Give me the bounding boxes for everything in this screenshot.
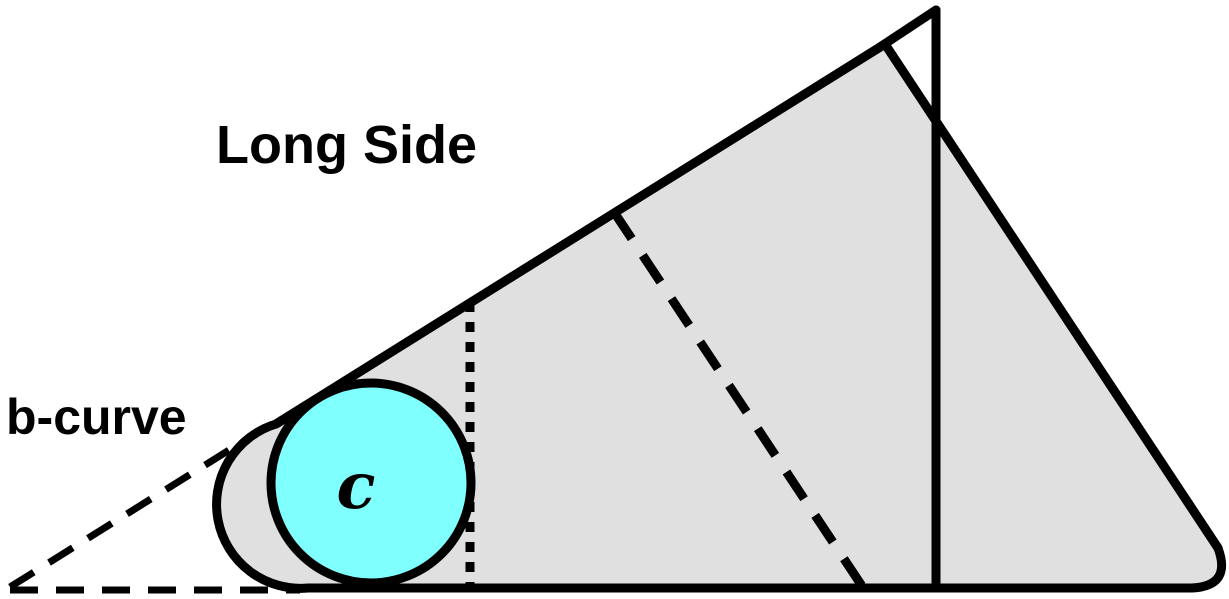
long-side-extension xyxy=(875,5,941,52)
dashed-perpendicular-line xyxy=(610,209,866,589)
dashed-extension-diagonal xyxy=(8,434,252,590)
b-curve-label: b-curve xyxy=(6,389,187,445)
circle-label: c xyxy=(337,449,376,524)
long-side xyxy=(271,39,890,429)
right-edge xyxy=(880,39,1223,553)
long-side-label: Long Side xyxy=(216,115,477,175)
circle-c xyxy=(266,378,476,588)
